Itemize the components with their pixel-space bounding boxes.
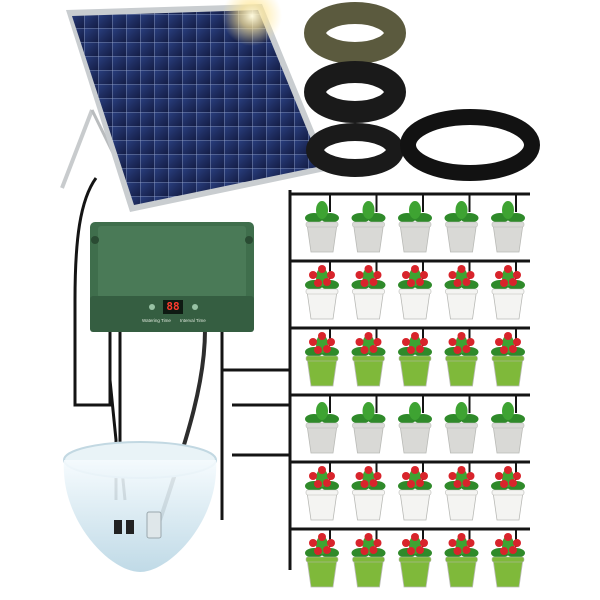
potted-plant-icon	[398, 261, 432, 320]
potted-plant-icon	[305, 194, 339, 253]
potted-plant-icon	[351, 328, 386, 387]
potted-plant-icon	[351, 395, 386, 454]
potted-plant-icon	[305, 462, 339, 521]
potted-plant-icon	[444, 462, 479, 521]
watering-time-label: Watering Time	[142, 318, 171, 323]
potted-plant-icon	[444, 529, 479, 588]
potted-plant-icon	[305, 261, 339, 320]
water-bowl-icon	[63, 441, 217, 572]
potted-plant-icon	[398, 395, 432, 454]
potted-plant-icon	[444, 328, 479, 387]
potted-plant-icon	[351, 261, 386, 320]
controller-display: 88	[163, 300, 183, 314]
potted-plant-icon	[491, 395, 525, 454]
potted-plant-icon	[305, 395, 339, 454]
potted-plant-icon	[305, 328, 339, 387]
potted-plant-icon	[491, 328, 525, 387]
interval-time-label: Interval Time	[180, 318, 206, 323]
potted-plant-icon	[398, 462, 432, 521]
potted-plant-icon	[398, 194, 432, 253]
potted-plant-icon	[491, 194, 525, 253]
solar-panel-icon	[60, 0, 330, 212]
potted-plant-icon	[398, 529, 432, 588]
plant-grid	[290, 192, 530, 588]
controller-icon	[90, 222, 254, 332]
potted-plant-icon	[444, 194, 479, 253]
potted-plant-icon	[444, 395, 479, 454]
potted-plant-icon	[398, 328, 432, 387]
potted-plant-icon	[491, 462, 525, 521]
tubing-coil-icon	[304, 2, 540, 181]
potted-plant-icon	[491, 261, 525, 320]
potted-plant-icon	[351, 194, 386, 253]
potted-plant-icon	[444, 261, 479, 320]
potted-plant-icon	[351, 462, 386, 521]
potted-plant-icon	[351, 529, 386, 588]
potted-plant-icon	[305, 529, 339, 588]
potted-plant-icon	[491, 529, 525, 588]
